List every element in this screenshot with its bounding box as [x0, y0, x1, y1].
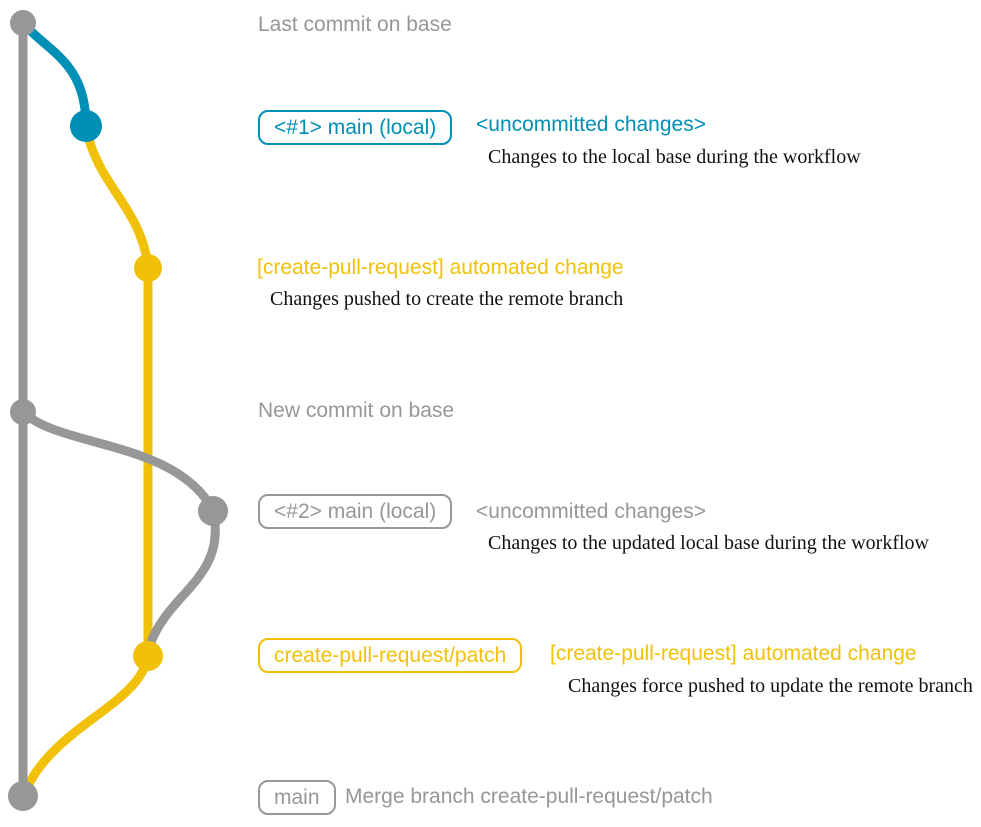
branch-label-pr-patch: create-pull-request/patch [258, 638, 523, 673]
local-main-1-branch-curve [18, 18, 91, 131]
commit-dot-local-main-2 [198, 496, 228, 526]
branch-label-local-main-2: <#2> main (local) [258, 494, 453, 529]
commit-message-pr-commit-1: [create-pull-request] automated change [257, 256, 624, 279]
commit-dot-pr-commit-2 [133, 641, 163, 671]
commit-message-local-main-2: <uncommitted changes> [476, 500, 706, 523]
commit-dot-pr-commit-1 [134, 254, 162, 282]
commit-dot-merge-commit [8, 781, 38, 811]
commit-dot-new-commit [10, 399, 36, 425]
commit-message-new-commit: New commit on base [258, 399, 455, 422]
commit-message-last-commit: Last commit on base [258, 13, 452, 36]
branch-label-main: main [258, 780, 336, 815]
annotation-pr-commit-2: Changes force pushed to update the remot… [568, 675, 973, 697]
commit-message-pr-commit-2: [create-pull-request] automated change [550, 642, 917, 665]
commit-dot-last-commit [10, 10, 36, 36]
local-main-2-branch-curve [18, 407, 220, 650]
commit-dot-local-main-1 [70, 110, 102, 142]
create-pull-request-branch-line [21, 121, 153, 795]
commit-message-local-main-1: <uncommitted changes> [476, 113, 706, 136]
branch-label-local-main-1: <#1> main (local) [258, 110, 453, 145]
annotation-pr-commit-1: Changes pushed to create the remote bran… [270, 288, 624, 310]
annotation-local-main-2: Changes to the updated local base during… [488, 532, 929, 554]
commit-message-merge-commit: Merge branch create-pull-request/patch [345, 785, 713, 808]
annotation-local-main-1: Changes to the local base during the wor… [488, 146, 861, 168]
